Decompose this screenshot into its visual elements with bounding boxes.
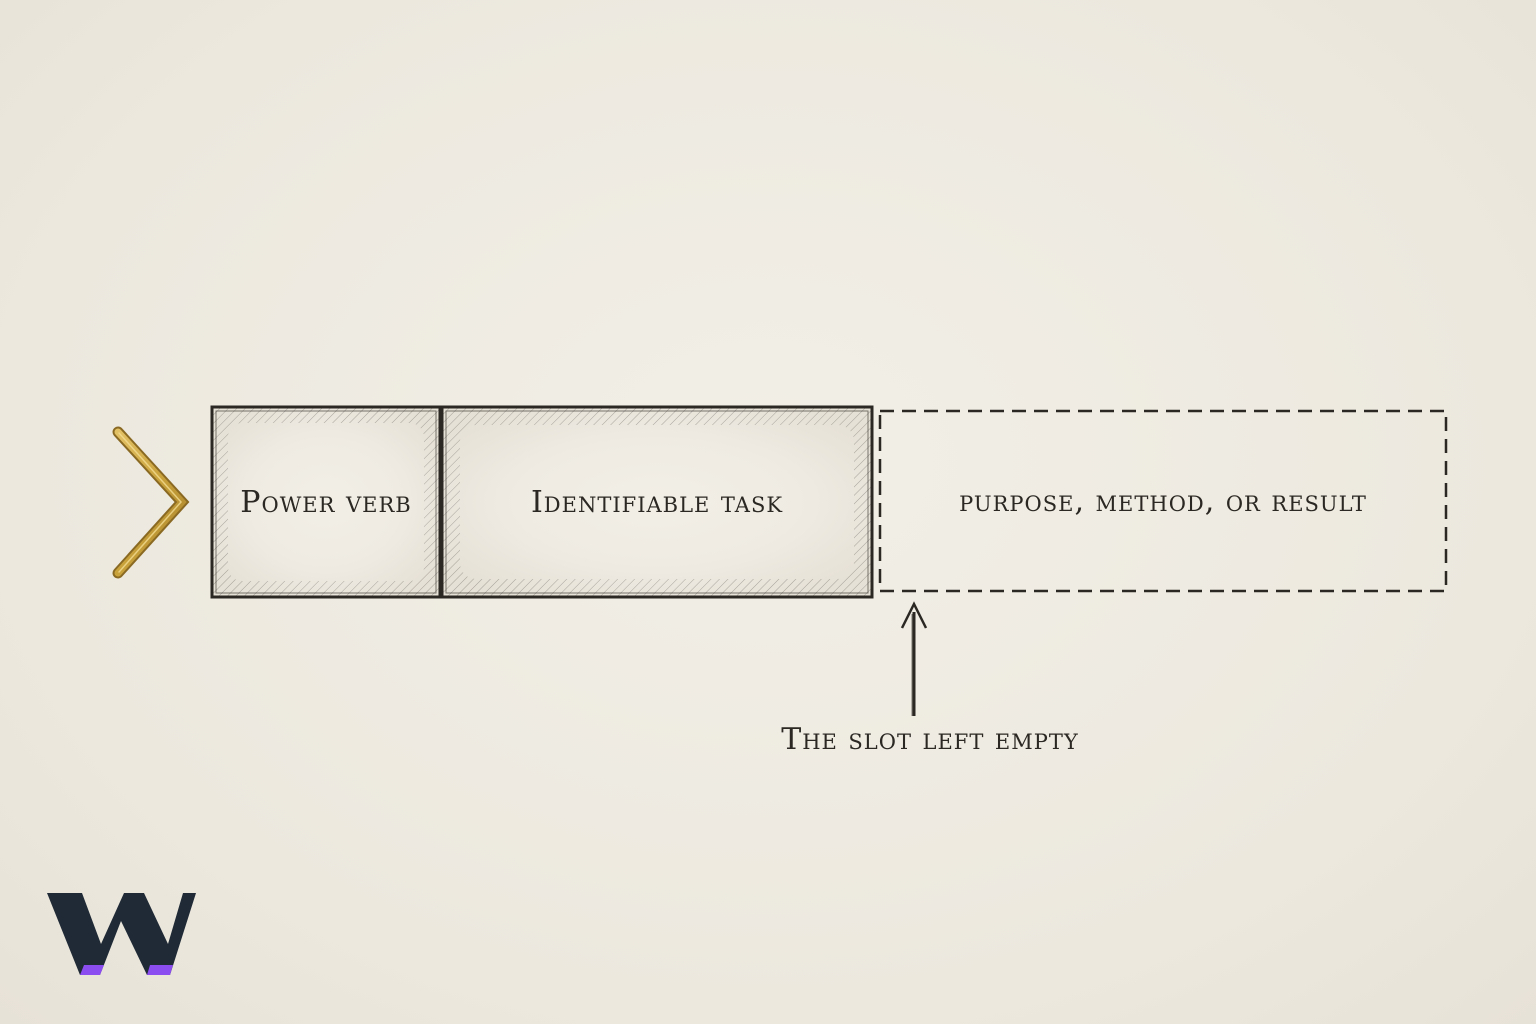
identifiable-task-box [440, 405, 874, 599]
annotation-label: The slot left empty [781, 722, 1079, 757]
annotation-arrow [900, 601, 928, 716]
power-verb-box [210, 405, 442, 599]
w-logo [47, 893, 196, 975]
power-verb-label: Power verb [240, 484, 412, 520]
purpose-method-result-label: purpose, method, or result [959, 483, 1367, 519]
identifiable-task-label: Identifiable task [530, 484, 784, 520]
gold-chevron-icon [112, 426, 190, 579]
